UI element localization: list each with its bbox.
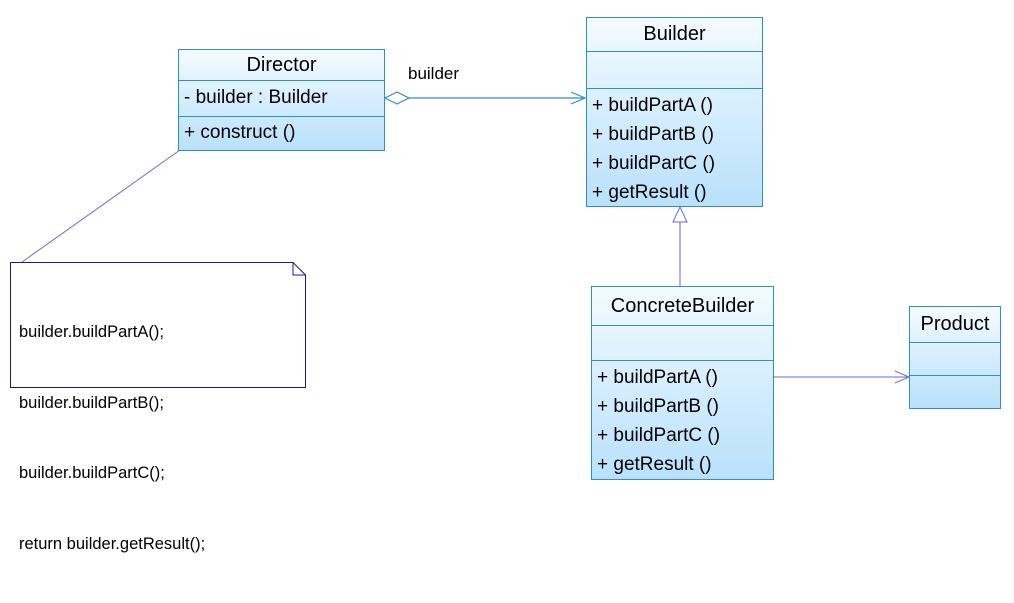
attributes-compartment	[910, 343, 1000, 376]
product-class[interactable]: Product	[909, 306, 1001, 409]
note: builder.buildPartA(); builder.buildPartB…	[10, 262, 306, 553]
class-name: Product	[910, 307, 1000, 343]
operations-compartment: + buildPartA () + buildPartB () + buildP…	[592, 361, 773, 479]
builder-class[interactable]: Builder + buildPartA () + buildPartB () …	[586, 17, 763, 207]
operation: + buildPartC ()	[592, 153, 716, 174]
attributes-compartment	[592, 326, 773, 361]
operations-compartment: + buildPartA () + buildPartB () + buildP…	[587, 89, 762, 207]
note-line: builder.buildPartB();	[19, 393, 164, 412]
note-anchor-line	[21, 149, 181, 263]
operation: + buildPartA ()	[592, 95, 713, 116]
note-line: builder.buildPartC();	[19, 464, 165, 482]
aggregation-diamond	[383, 91, 411, 105]
note-shape	[10, 262, 306, 388]
operation: + buildPartB ()	[592, 124, 714, 145]
operation: + getResult ()	[597, 454, 712, 475]
director-class[interactable]: Director - builder : Builder + construct…	[178, 49, 385, 151]
operation: + buildPartB ()	[597, 396, 719, 417]
generalization-triangle	[672, 205, 688, 223]
association-label: builder	[408, 64, 460, 83]
operation: + buildPartA ()	[597, 367, 718, 388]
operations-compartment: + construct ()	[179, 117, 384, 147]
attribute: - builder : Builder	[184, 87, 328, 108]
class-name: Director	[179, 50, 384, 81]
attributes-compartment: - builder : Builder	[179, 81, 384, 117]
note-line: return builder.getResult();	[19, 534, 206, 553]
operation: + buildPartC ()	[597, 425, 721, 446]
attributes-compartment	[587, 52, 762, 89]
operation: + construct ()	[184, 122, 296, 143]
operation: + getResult ()	[592, 182, 707, 203]
class-name: Builder	[587, 18, 762, 52]
note-text: builder.buildPartA(); builder.buildPartB…	[19, 274, 205, 603]
note-line: builder.buildPartA();	[19, 323, 164, 341]
concrete-builder-class[interactable]: ConcreteBuilder + buildPartA () + buildP…	[591, 286, 774, 480]
class-name: ConcreteBuilder	[592, 287, 773, 326]
association-arrowhead	[570, 91, 587, 105]
